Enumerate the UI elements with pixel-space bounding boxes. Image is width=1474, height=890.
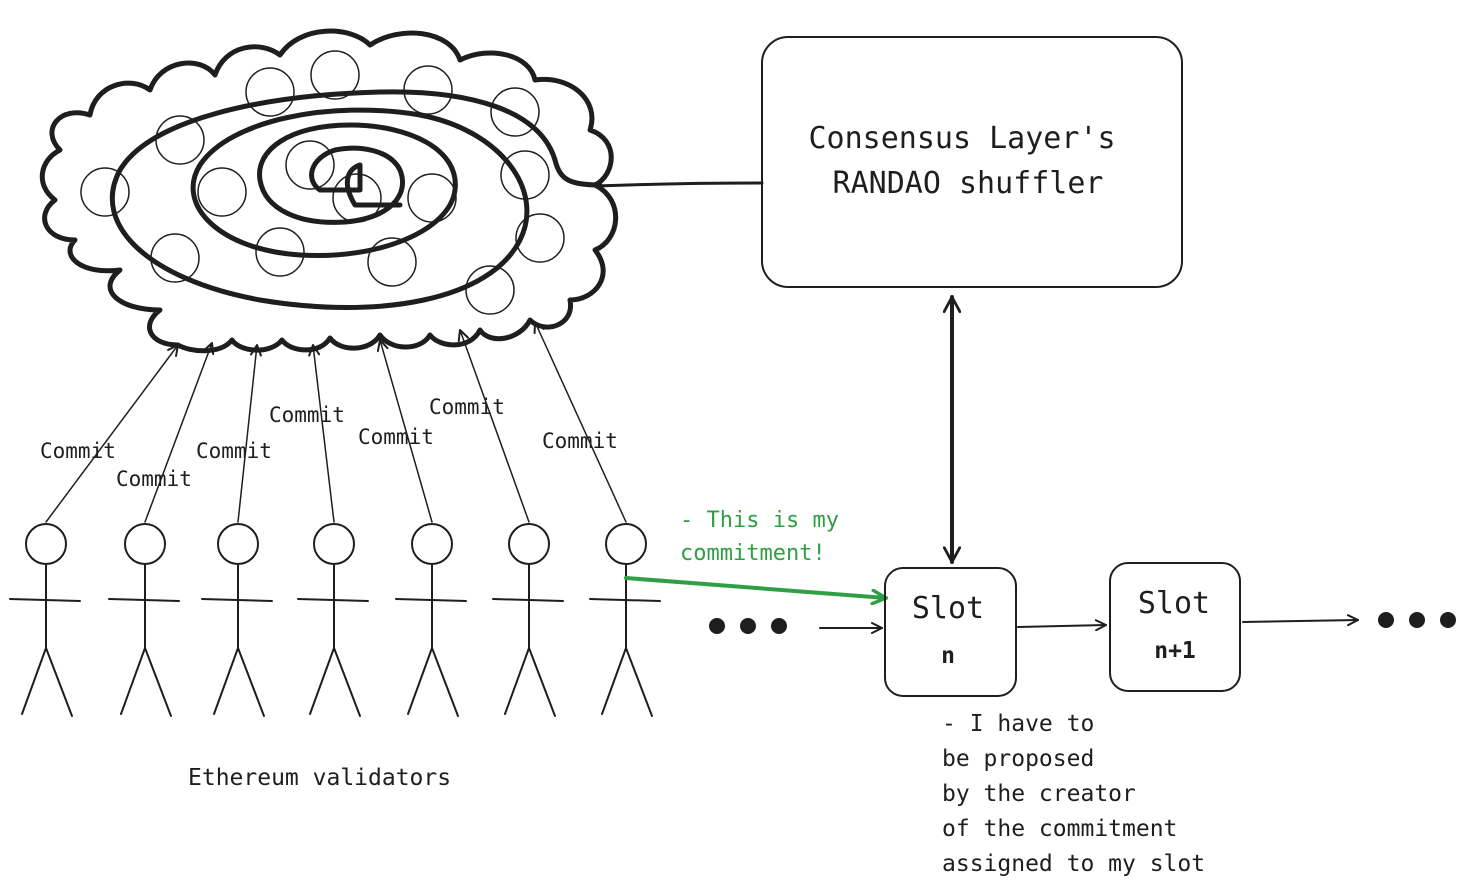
commit-label: Commit (269, 403, 345, 427)
commit-label: Commit (542, 429, 618, 453)
slot-n1-box: Slot n+1 (1109, 562, 1241, 692)
commitment-note: - This is my commitment! (680, 508, 839, 566)
commit-label: Commit (429, 395, 505, 419)
validator-pool-circles (80, 50, 565, 315)
commit-arrow (45, 344, 179, 523)
ellipsis-icon (1378, 612, 1456, 628)
randao-shuffler-box: Consensus Layer's RANDAO shuffler (761, 36, 1183, 288)
shuffler-title-line1: Consensus Layer's (808, 121, 1115, 156)
chain-arrow-slot-n-to-n1 (1017, 619, 1107, 632)
slot-n1-title: Slot (1138, 586, 1210, 621)
commitment-note-line1: - This is my (680, 508, 839, 533)
commit-arrow (533, 321, 627, 523)
commit-label: Commit (358, 425, 434, 449)
slot-note-line: be proposed (942, 746, 1094, 772)
slot-n1-subtitle: n+1 (1154, 638, 1196, 664)
stick-figure-icon (589, 523, 661, 717)
slot-note-line: of the commitment (942, 816, 1177, 842)
slot-n-title: Slot (912, 591, 984, 626)
commit-label: Commit (40, 439, 116, 463)
commit-arrow (308, 344, 335, 523)
commit-arrow (376, 339, 433, 523)
commitment-arrow (624, 576, 888, 598)
commit-label: Commit (116, 467, 192, 491)
slot-note-line: by the creator (942, 781, 1136, 807)
commit-arrow (144, 342, 215, 523)
stick-figure-icon (395, 523, 467, 717)
slot-note-line: assigned to my slot (942, 851, 1205, 877)
commit-label: Commit (196, 439, 272, 463)
commit-labels: Commit Commit Commit Commit Commit Commi… (40, 395, 618, 491)
slot-n-box: Slot n (884, 567, 1017, 697)
commit-arrows (45, 321, 627, 523)
slot-note-line: - I have to (942, 711, 1094, 737)
commitment-note-line2: commitment! (680, 541, 826, 566)
slot-note: - I have to be proposed by the creator o… (942, 711, 1205, 877)
swirl-cloud-icon (39, 28, 619, 354)
stick-figure-icon (108, 523, 180, 717)
commit-arrow (237, 344, 262, 523)
shuffler-title-line2: RANDAO shuffler (833, 166, 1104, 201)
cloud-to-shuffler-line (593, 181, 764, 188)
stick-figure-icon (297, 523, 369, 717)
slot-n-subtitle: n (941, 643, 955, 669)
chain-arrow-out-of-slot-n1 (1242, 614, 1359, 627)
stick-figure-icon (201, 523, 273, 717)
validators-label: Ethereum validators (188, 765, 451, 791)
ellipsis-icon (709, 618, 787, 634)
validators-group (9, 523, 661, 717)
stick-figure-icon (492, 523, 564, 717)
stick-figure-icon (9, 523, 81, 717)
commit-arrow (457, 329, 530, 523)
